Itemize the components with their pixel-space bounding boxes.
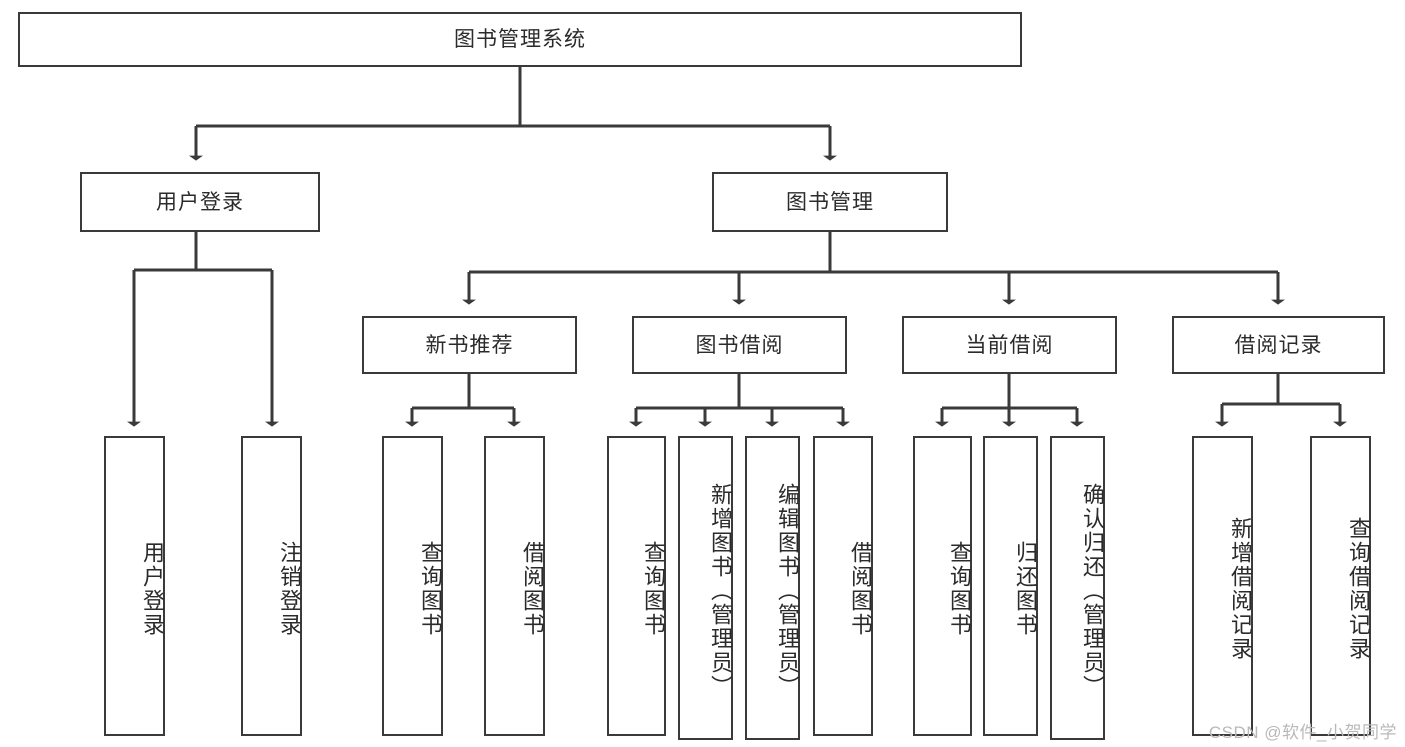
leaf-recommend-borrow-book[interactable]: 借阅图书 xyxy=(484,436,545,736)
node-label: 编辑图书（管理员） xyxy=(775,483,800,699)
node-label: 查询借阅记录 xyxy=(1346,517,1371,661)
node-label: 借阅图书 xyxy=(520,541,545,637)
leaf-borrow-add-book-admin[interactable]: 新增图书（管理员） xyxy=(678,436,733,740)
leaf-record-add-record[interactable]: 新增借阅记录 xyxy=(1192,436,1253,736)
node-label: 图书管理 xyxy=(786,190,874,214)
node-label: 新书推荐 xyxy=(425,333,514,357)
node-new-book-recommend[interactable]: 新书推荐 xyxy=(362,316,577,374)
node-label: 新增图书（管理员） xyxy=(708,483,733,699)
node-user-login[interactable]: 用户登录 xyxy=(80,172,320,232)
node-label: 注销登录 xyxy=(277,541,302,637)
node-label: 借阅图书 xyxy=(848,541,873,637)
node-label: 用户登录 xyxy=(140,541,165,637)
node-label: 查询图书 xyxy=(418,541,443,637)
node-label: 归还图书 xyxy=(1013,541,1038,637)
node-book-management[interactable]: 图书管理 xyxy=(712,172,948,232)
csdn-watermark: CSDN @软件_小贺同学 xyxy=(1208,723,1397,742)
leaf-borrow-edit-book-admin[interactable]: 编辑图书（管理员） xyxy=(745,436,800,740)
node-label: 新增借阅记录 xyxy=(1228,517,1253,661)
node-book-borrow[interactable]: 图书借阅 xyxy=(632,316,847,374)
leaf-recommend-query-book[interactable]: 查询图书 xyxy=(382,436,443,736)
node-root-system[interactable]: 图书管理系统 xyxy=(18,12,1022,67)
node-label: 用户登录 xyxy=(156,190,244,214)
node-label: 查询图书 xyxy=(641,541,666,637)
node-current-borrow[interactable]: 当前借阅 xyxy=(902,316,1117,374)
node-label: 查询图书 xyxy=(947,541,972,637)
leaf-current-confirm-return-admin[interactable]: 确认归还（管理员） xyxy=(1050,436,1105,740)
leaf-record-query-record[interactable]: 查询借阅记录 xyxy=(1310,436,1371,736)
node-label: 图书借阅 xyxy=(695,333,784,357)
leaf-current-return-book[interactable]: 归还图书 xyxy=(983,436,1038,736)
node-label: 图书管理系统 xyxy=(454,28,586,51)
node-label: 确认归还（管理员） xyxy=(1080,483,1105,699)
leaf-user-login-logout[interactable]: 注销登录 xyxy=(241,436,302,736)
leaf-user-login-login[interactable]: 用户登录 xyxy=(104,436,165,736)
node-label: 当前借阅 xyxy=(965,333,1054,357)
node-label: 借阅记录 xyxy=(1234,333,1323,357)
node-borrow-record[interactable]: 借阅记录 xyxy=(1172,316,1385,374)
leaf-borrow-query-book[interactable]: 查询图书 xyxy=(607,436,666,736)
leaf-current-query-book[interactable]: 查询图书 xyxy=(913,436,972,736)
leaf-borrow-borrow-book[interactable]: 借阅图书 xyxy=(813,436,873,736)
